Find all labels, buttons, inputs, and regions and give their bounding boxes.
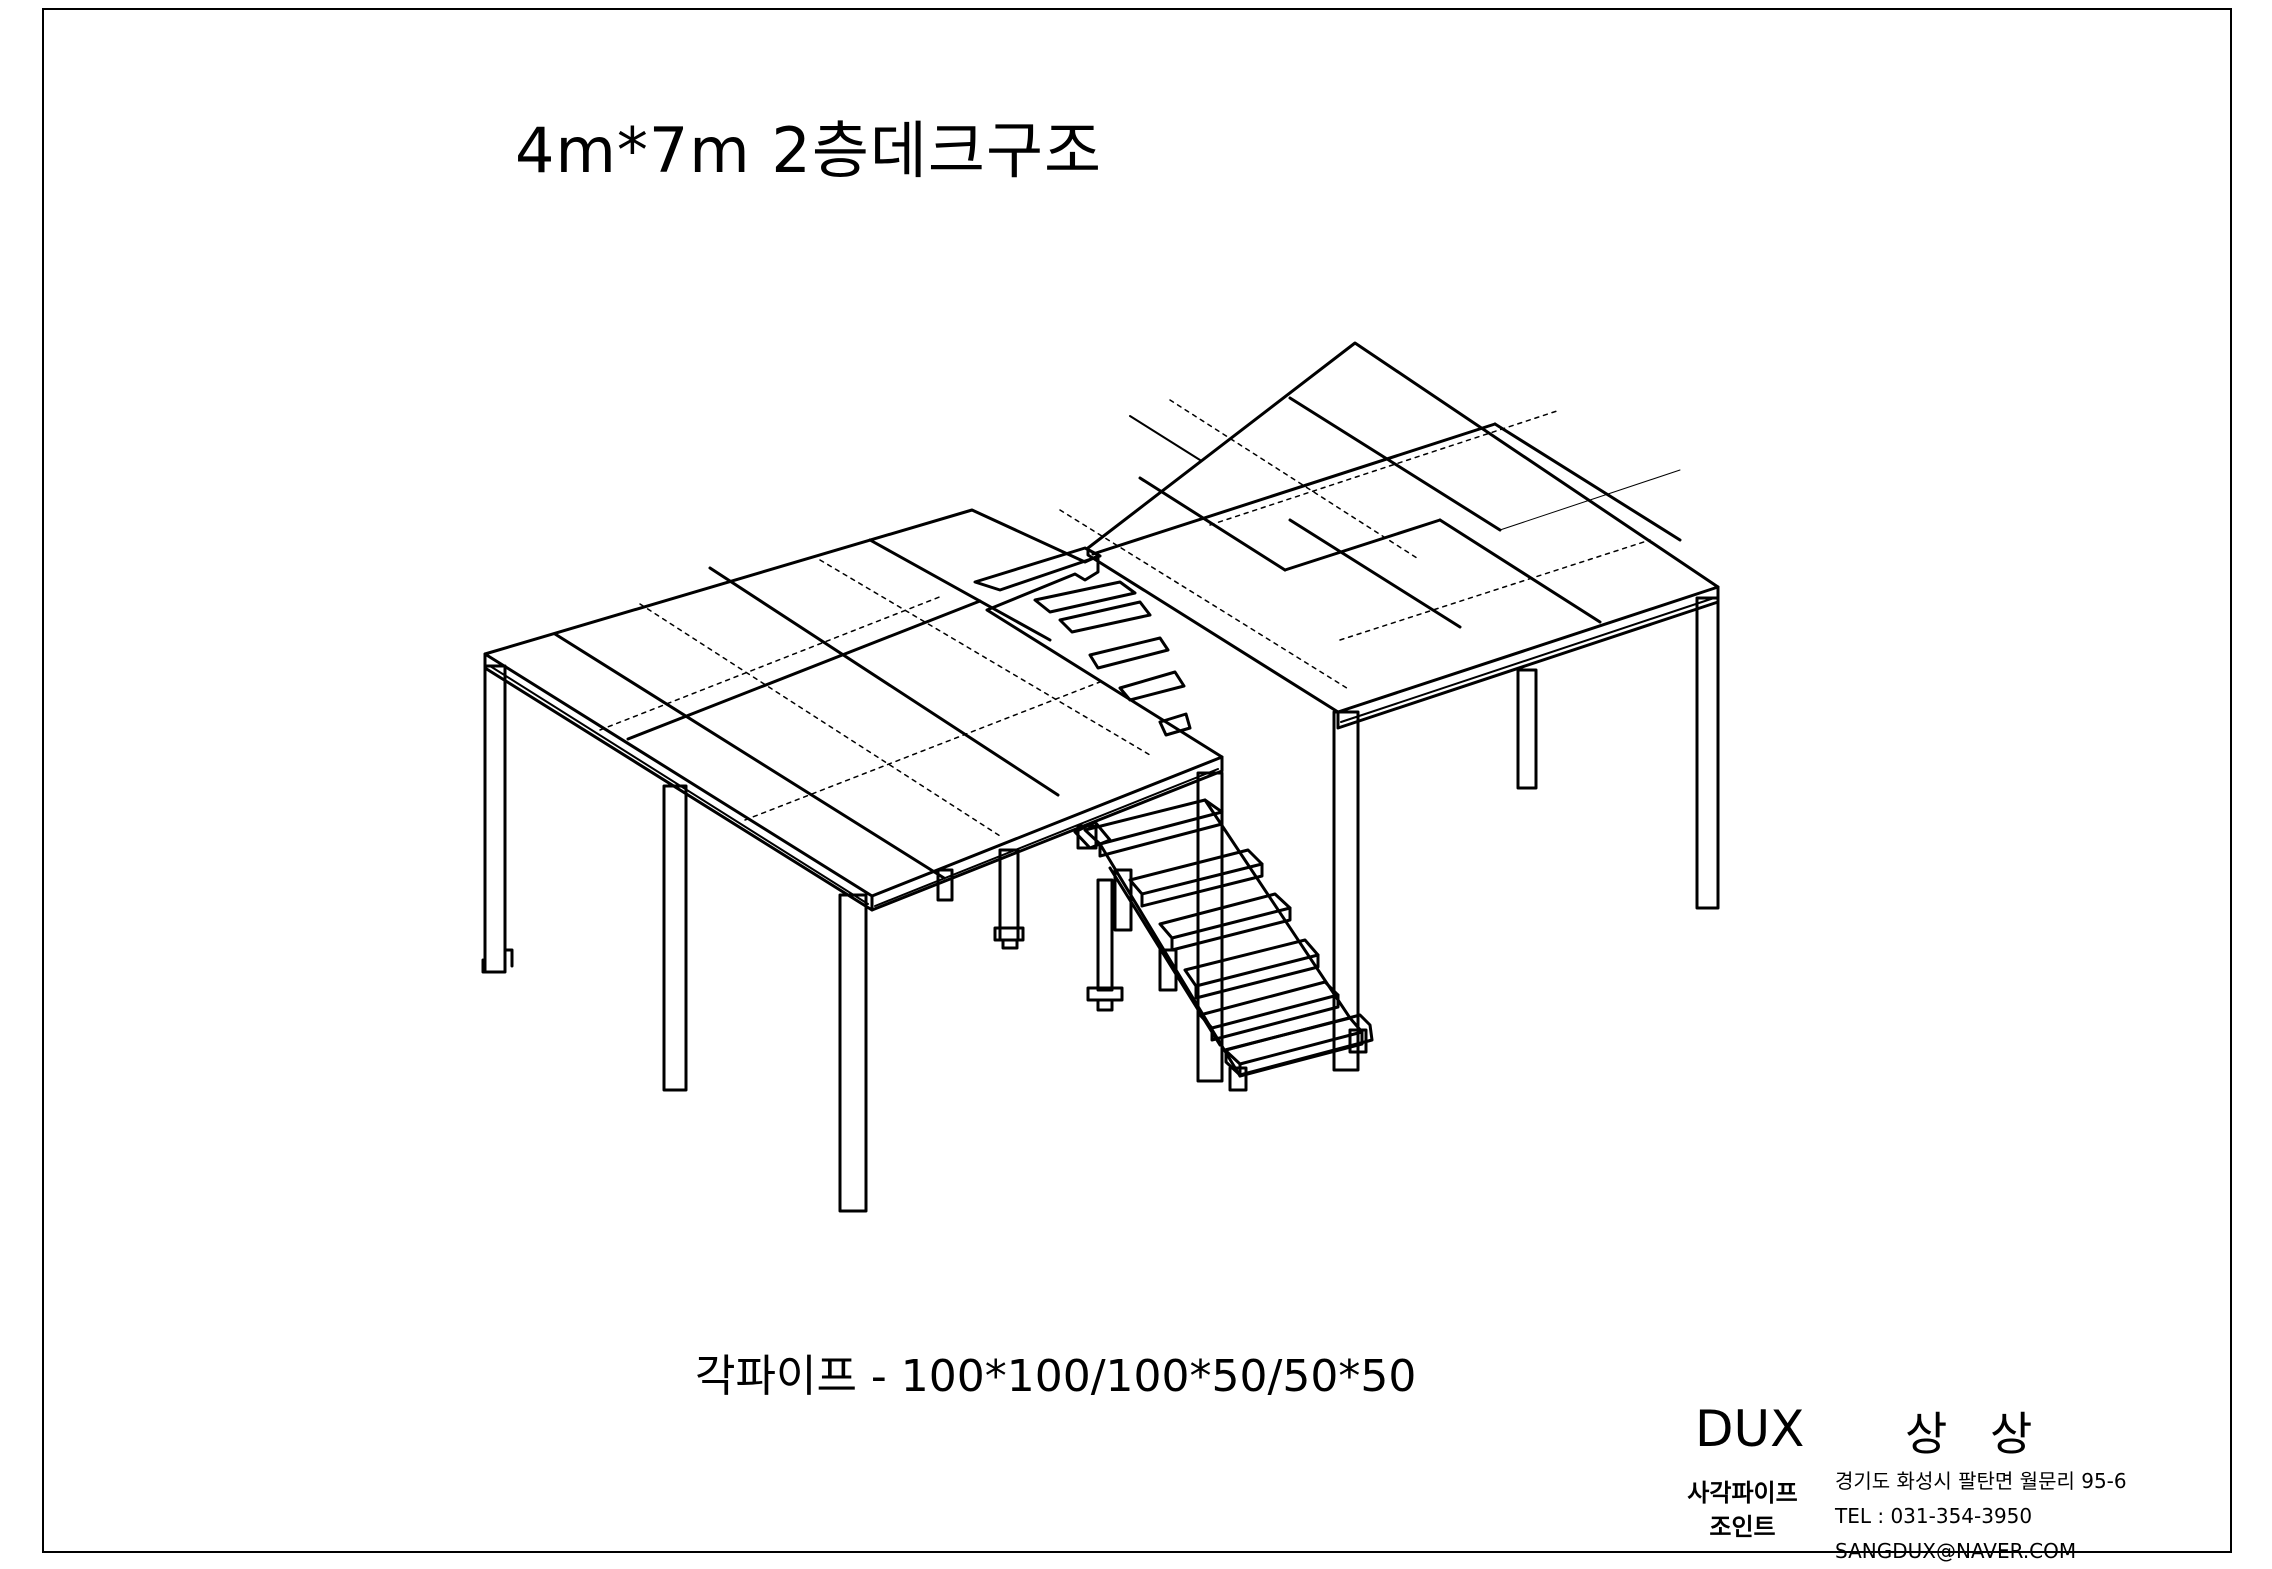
contact-info: 경기도 화성시 팔탄면 월문리 95-6 TEL : 031-354-3950 … (1835, 1464, 2127, 1569)
left-deck (483, 508, 1224, 912)
tel-text: TEL : 031-354-3950 (1835, 1504, 2033, 1528)
email-text: SANGDUX@NAVER.COM (1835, 1539, 2077, 1563)
address-text: 경기도 화성시 팔탄면 월문리 95-6 (1835, 1469, 2127, 1493)
product-line-1: 사각파이프 (1687, 1479, 1798, 1507)
right-deck-legs (1332, 596, 1720, 1072)
left-deck-legs (481, 664, 1224, 1213)
material-spec: 각파이프 - 100*100/100*50/50*50 (695, 1351, 1417, 1402)
staircase (973, 546, 1374, 1092)
brand-logo-text: DUX (1695, 1400, 1805, 1458)
product-label: 사각파이프 조인트 (1685, 1476, 1800, 1544)
drawing-frame (42, 8, 2232, 1553)
right-deck (1059, 341, 1720, 730)
drawing-title: 4m*7m 2층데크구조 (515, 114, 1103, 187)
product-line-2: 조인트 (1709, 1513, 1776, 1541)
company-name: 상 상 (1905, 1407, 2047, 1461)
